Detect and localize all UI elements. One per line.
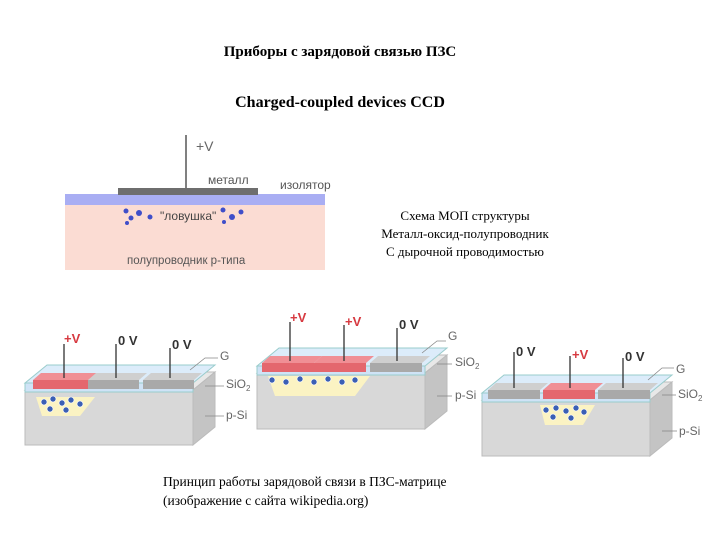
electron <box>562 407 570 415</box>
electron <box>552 404 560 412</box>
trapped-electrons <box>123 207 244 225</box>
silicon-label: p-Si <box>679 424 700 438</box>
gate-cold-front <box>143 380 194 389</box>
charge-packet <box>542 404 588 422</box>
substrate-side <box>649 380 673 458</box>
electron <box>62 406 70 414</box>
electron <box>238 209 244 215</box>
gate-cold-front <box>88 380 139 389</box>
mos-voltage-label: +V <box>196 138 214 154</box>
electron <box>567 414 575 422</box>
oxide-label: SiO2 <box>455 355 480 371</box>
gate-hot-top <box>543 383 603 390</box>
electron <box>76 400 84 408</box>
gate-cold-top <box>88 373 147 380</box>
voltage-zero-label: 0 V <box>625 349 645 364</box>
electron <box>147 214 153 220</box>
electron <box>123 208 129 214</box>
charge-packet <box>268 375 359 386</box>
electron <box>324 375 332 383</box>
gate-cold-front <box>488 390 540 399</box>
electron <box>282 378 290 386</box>
voltage-zero-label: 0 V <box>399 317 419 332</box>
metal-layer <box>118 188 258 195</box>
principle-caption-line: Принцип работы зарядовой связи в ПЗС-мат… <box>163 474 447 489</box>
substrate-side <box>424 353 448 431</box>
mos-structure: +V металл изолятор "ловушка" полупроводн… <box>65 135 331 270</box>
voltage-plus-label: +V <box>345 314 362 329</box>
silicon-label: p-Si <box>226 408 247 422</box>
insulator-layer <box>65 194 325 205</box>
gate-cold-front <box>598 390 650 399</box>
electron <box>128 215 134 221</box>
charge-packet <box>40 395 84 414</box>
electron <box>49 395 57 403</box>
mos-caption-line: Металл-оксид-полупроводник <box>381 226 549 241</box>
gate-hot-top <box>33 373 99 380</box>
voltage-plus-label: +V <box>572 347 589 362</box>
voltage-plus-label: +V <box>64 331 81 346</box>
substrate-side <box>192 370 216 447</box>
ccd-block-3: 0 V +V 0 V G SiO2 p-Si <box>480 344 703 458</box>
principle-caption-line: (изображение с сайта wikipedia.org) <box>163 493 369 508</box>
metal-label: металл <box>208 173 249 187</box>
electron <box>58 399 66 407</box>
electron <box>229 214 235 220</box>
mos-caption-line: С дырочной проводимостью <box>386 244 544 259</box>
electron <box>40 398 48 406</box>
gate-hot-front <box>314 363 366 372</box>
gate-label: G <box>448 329 457 343</box>
electron <box>136 210 142 216</box>
gate-label: G <box>676 362 685 376</box>
voltage-zero-label: 0 V <box>516 344 536 359</box>
gate-hot-front <box>33 380 91 389</box>
trap-label: "ловушка" <box>160 209 216 223</box>
oxide-label: SiO2 <box>678 387 703 403</box>
electron <box>46 405 54 413</box>
p-semiconductor-layer <box>65 205 325 270</box>
gate-cold-top <box>598 383 658 390</box>
title-russian: Приборы с зарядовой связью ПЗС <box>223 44 457 60</box>
voltage-plus-label: +V <box>290 310 307 325</box>
gate-cold-top <box>370 356 430 363</box>
title-english: Charged-coupled devices CCD <box>235 94 445 111</box>
oxide-label: SiO2 <box>226 377 251 393</box>
electron <box>351 376 359 384</box>
gate-hot-front <box>543 390 595 399</box>
leader-line <box>421 340 446 354</box>
semiconductor-label: полупроводник p-типа <box>127 255 246 267</box>
gate-cold-front <box>370 363 422 372</box>
gate-hot-front <box>262 363 314 372</box>
gate-hot-top <box>262 356 322 363</box>
electron <box>268 376 276 384</box>
mos-caption-line: Схема МОП структуры <box>400 208 530 223</box>
electron <box>67 396 75 404</box>
insulator-label: изолятор <box>280 178 331 192</box>
ccd-block-1: +V 0 V 0 V G SiO2 p-Si <box>23 331 251 447</box>
electron <box>338 378 346 386</box>
mos-caption: Схема МОП структуры Металл-оксид-полупро… <box>350 207 580 261</box>
electron <box>549 413 557 421</box>
gate-cold-top <box>488 383 548 390</box>
electron <box>220 207 226 213</box>
electron <box>125 221 129 225</box>
electron <box>580 408 588 416</box>
electron <box>296 375 304 383</box>
principle-caption: Принцип работы зарядовой связи в ПЗС-мат… <box>163 472 447 510</box>
leader-line <box>189 357 218 371</box>
leader-line <box>647 367 674 381</box>
electron <box>572 404 580 412</box>
gate-cold-top <box>143 373 202 380</box>
ccd-block-2: +V +V 0 V G SiO2 p-Si <box>255 310 480 431</box>
electron <box>542 406 550 414</box>
electron <box>310 378 318 386</box>
voltage-zero-label: 0 V <box>118 333 138 348</box>
voltage-zero-label: 0 V <box>172 337 192 352</box>
gate-label: G <box>220 349 229 363</box>
electron <box>222 220 226 224</box>
silicon-label: p-Si <box>455 388 476 402</box>
